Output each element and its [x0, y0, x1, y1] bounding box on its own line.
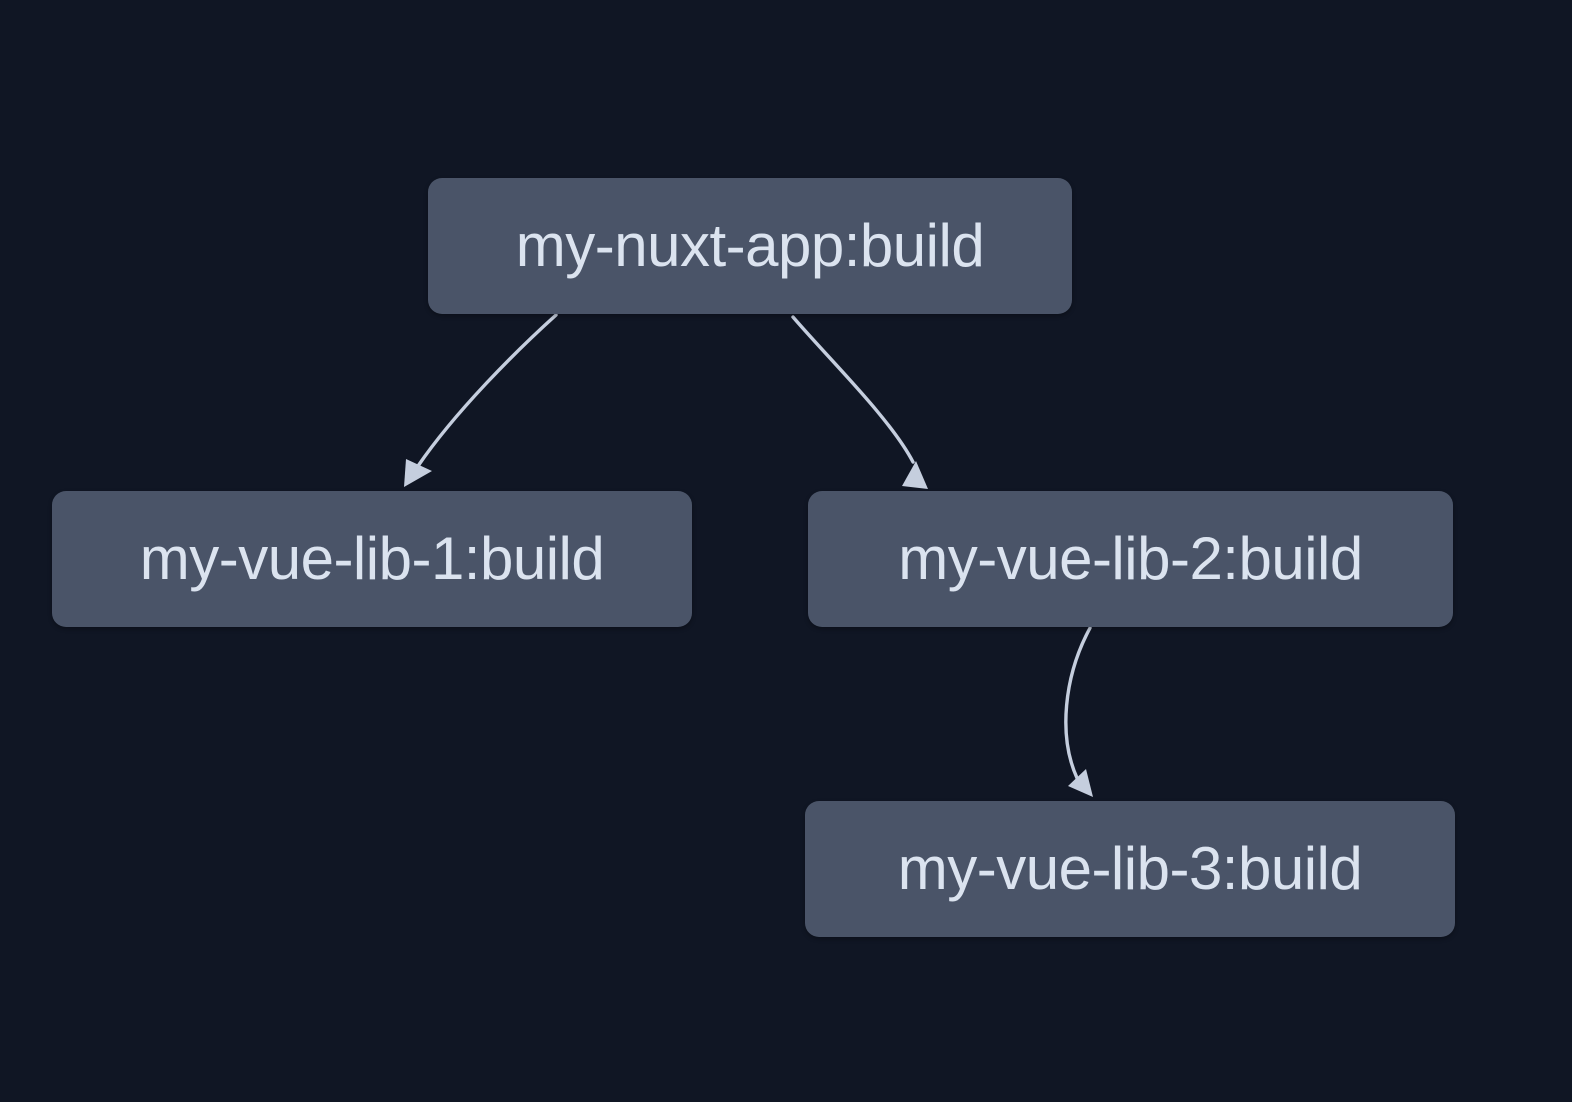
edge-lib2-to-lib3 — [1064, 626, 1093, 797]
node-label: my-vue-lib-2:build — [898, 525, 1363, 592]
graph-node-my-vue-lib-1-build[interactable]: my-vue-lib-1:build — [52, 491, 692, 627]
graph-node-my-vue-lib-3-build[interactable]: my-vue-lib-3:build — [805, 801, 1455, 937]
node-label: my-nuxt-app:build — [515, 212, 985, 279]
node-label: my-vue-lib-1:build — [139, 525, 605, 592]
graph-node-my-vue-lib-2-build[interactable]: my-vue-lib-2:build — [808, 491, 1453, 627]
graph-node-my-nuxt-app-build[interactable]: my-nuxt-app:build — [428, 178, 1072, 314]
node-label: my-vue-lib-3:build — [897, 835, 1363, 902]
edge-root-to-lib1 — [404, 313, 558, 487]
edge-root-to-lib2 — [791, 315, 928, 489]
